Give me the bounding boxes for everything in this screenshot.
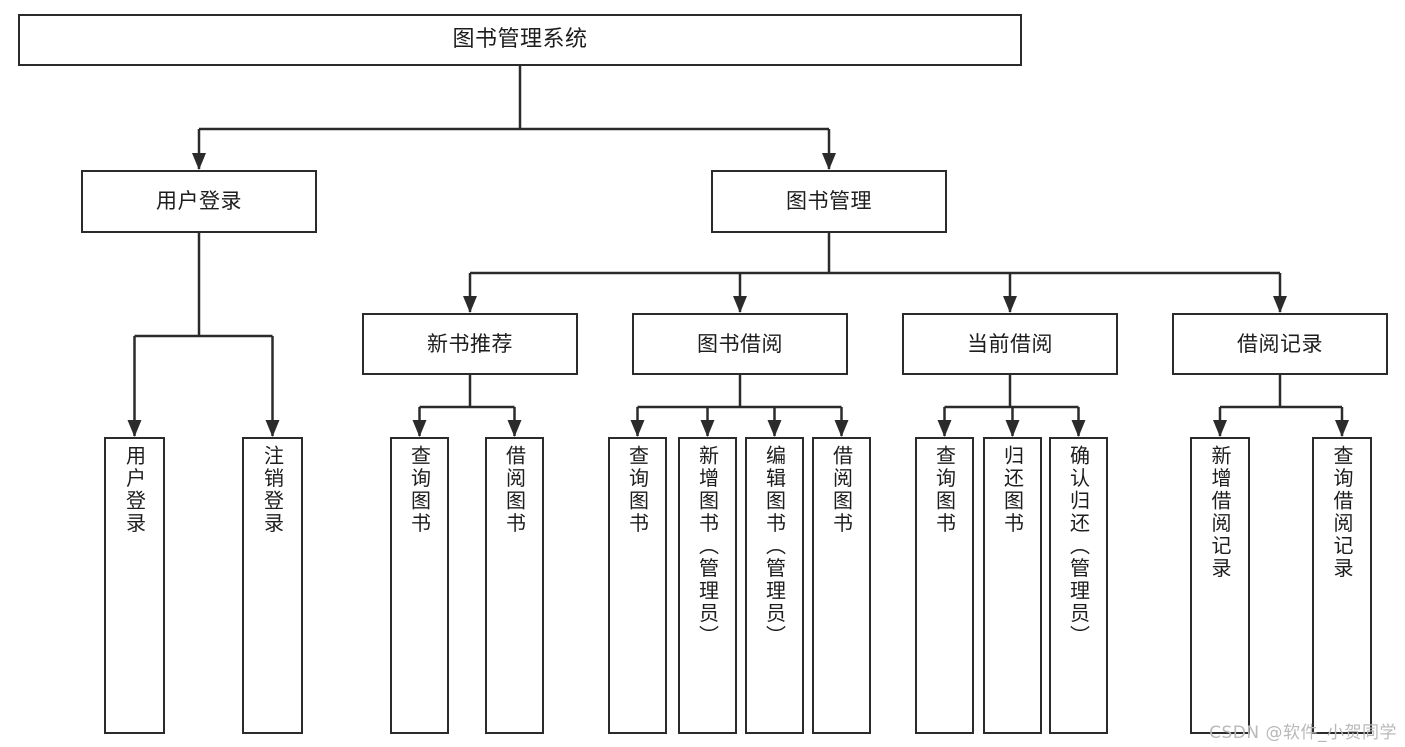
node-leaf5[interactable]: 查询图书 xyxy=(608,437,667,734)
node-label: 图书借阅 xyxy=(697,331,783,356)
node-bookmgr[interactable]: 图书管理 xyxy=(711,170,947,233)
node-leaf10[interactable]: 归还图书 xyxy=(983,437,1042,734)
node-label: 用户登录 xyxy=(122,445,147,535)
node-leaf13[interactable]: 查询借阅记录 xyxy=(1312,437,1372,734)
node-label: 新书推荐 xyxy=(427,331,513,356)
node-records[interactable]: 借阅记录 xyxy=(1172,313,1388,375)
node-newbook[interactable]: 新书推荐 xyxy=(362,313,578,375)
node-label: 查询图书 xyxy=(407,445,432,535)
node-leaf2[interactable]: 注销登录 xyxy=(242,437,303,734)
node-leaf9[interactable]: 查询图书 xyxy=(915,437,974,734)
watermark: CSDN @软件_小贺同学 xyxy=(1209,723,1397,743)
node-label: 查询借阅记录 xyxy=(1330,445,1354,580)
node-leaf6[interactable]: 新增图书（管理员） xyxy=(678,437,737,734)
node-label: 新增图书（管理员） xyxy=(695,445,720,648)
arrow-head-icon xyxy=(1273,296,1287,313)
node-leaf8[interactable]: 借阅图书 xyxy=(812,437,871,734)
arrow-head-icon xyxy=(630,420,645,437)
arrow-head-icon xyxy=(834,420,849,437)
node-label: 借阅图书 xyxy=(502,445,527,535)
node-leaf7[interactable]: 编辑图书（管理员） xyxy=(745,437,804,734)
node-label: 新增借阅记录 xyxy=(1208,445,1232,580)
arrow-head-icon xyxy=(412,420,427,437)
arrow-head-icon xyxy=(733,296,747,313)
arrow-head-icon xyxy=(937,420,952,437)
node-leaf11[interactable]: 确认归还（管理员） xyxy=(1049,437,1108,734)
arrow-head-icon xyxy=(463,296,477,313)
arrow-head-icon xyxy=(822,153,836,170)
node-current[interactable]: 当前借阅 xyxy=(902,313,1118,375)
node-label: 编辑图书（管理员） xyxy=(762,445,787,648)
node-login[interactable]: 用户登录 xyxy=(81,170,317,233)
node-leaf4[interactable]: 借阅图书 xyxy=(485,437,544,734)
node-leaf1[interactable]: 用户登录 xyxy=(104,437,165,734)
node-label: 查询图书 xyxy=(625,445,650,535)
node-label: 归还图书 xyxy=(1000,445,1025,535)
node-label: 确认归还（管理员） xyxy=(1066,445,1091,648)
node-label: 用户登录 xyxy=(156,189,242,214)
node-root[interactable]: 图书管理系统 xyxy=(18,14,1022,66)
node-label: 图书管理系统 xyxy=(452,27,588,53)
arrow-head-icon xyxy=(1071,420,1086,437)
node-leaf3[interactable]: 查询图书 xyxy=(390,437,449,734)
node-label: 注销登录 xyxy=(260,445,285,535)
node-label: 借阅记录 xyxy=(1237,331,1323,356)
arrow-head-icon xyxy=(1335,420,1349,437)
arrow-head-icon xyxy=(1213,420,1227,437)
node-label: 图书管理 xyxy=(786,189,872,214)
arrow-head-icon xyxy=(127,420,142,437)
arrow-head-icon xyxy=(265,420,280,437)
node-borrow[interactable]: 图书借阅 xyxy=(632,313,848,375)
arrow-head-icon xyxy=(1003,296,1017,313)
arrow-head-icon xyxy=(700,420,715,437)
arrow-head-icon xyxy=(192,153,206,170)
arrow-head-icon xyxy=(507,420,522,437)
node-leaf12[interactable]: 新增借阅记录 xyxy=(1190,437,1250,734)
node-label: 查询图书 xyxy=(932,445,957,535)
node-label: 借阅图书 xyxy=(829,445,854,535)
arrow-head-icon xyxy=(767,420,782,437)
arrow-head-icon xyxy=(1005,420,1020,437)
node-label: 当前借阅 xyxy=(967,331,1053,356)
